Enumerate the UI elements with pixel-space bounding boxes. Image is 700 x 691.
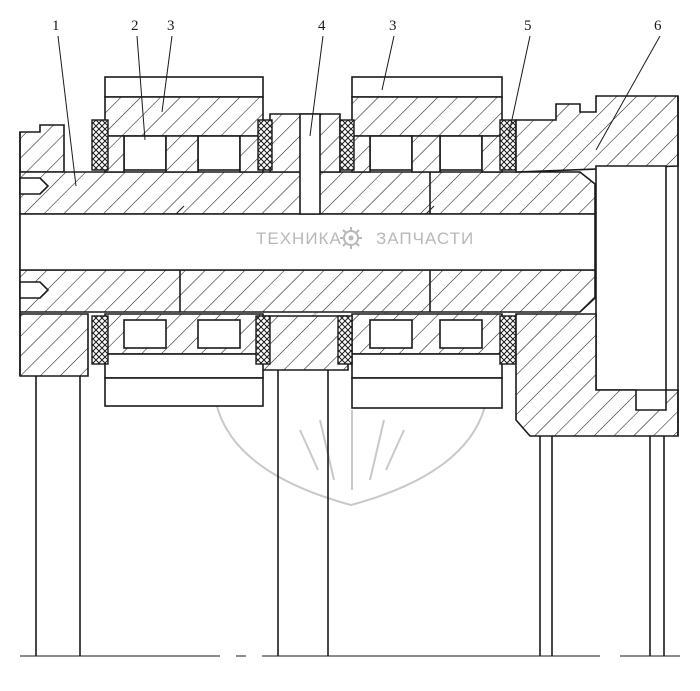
callouts: 1 2 3 4 3 5 6 (52, 18, 662, 34)
leader-6 (595, 35, 661, 151)
housing-left (19, 124, 89, 656)
watermark-label: ТЕХНИКА ЗАПЧАСТИ (256, 227, 474, 249)
callout-4: 4 (318, 18, 326, 34)
housing-right (515, 95, 679, 656)
spacer-sleeve (261, 113, 349, 656)
leader-3a (161, 35, 173, 113)
gear-icon (340, 227, 362, 249)
leader-lines (57, 35, 661, 187)
watermark-word-right: ЗАПЧАСТИ (376, 229, 474, 248)
callout-1: 1 (52, 18, 60, 34)
watermark-word-left: ТЕХНИКА (256, 229, 342, 248)
callout-6: 6 (654, 18, 662, 34)
gear-right (337, 76, 517, 409)
watermark-shield (213, 195, 489, 507)
callout-5: 5 (524, 18, 532, 34)
leader-4 (309, 35, 324, 137)
callout-2: 2 (131, 18, 139, 34)
leader-1 (57, 35, 77, 187)
leader-2 (136, 35, 146, 141)
callout-3b: 3 (389, 18, 397, 34)
leader-3b (381, 35, 395, 91)
gear-left (91, 76, 273, 407)
leader-5 (507, 35, 531, 139)
callout-3a: 3 (167, 18, 175, 34)
